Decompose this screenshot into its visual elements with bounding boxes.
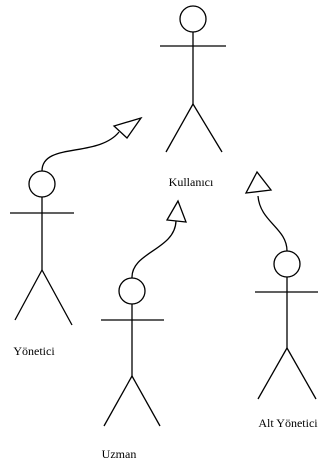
actor-yonetici-right-leg	[41, 269, 73, 326]
actor-kullanici[interactable]	[160, 5, 226, 153]
actor-alt-yonetici-label: Alt Yönetici	[258, 416, 318, 430]
actor-kullanici-label: Kullanıcı	[168, 175, 214, 189]
actor-kullanici-head	[179, 5, 207, 33]
actor-yonetici-head	[28, 170, 56, 198]
actor-kullanici-left-leg	[165, 103, 194, 153]
actor-kullanici-right-leg	[192, 103, 223, 153]
actor-yonetici-label: Yönetici	[13, 344, 55, 358]
actor-uzman-right-leg	[131, 375, 161, 427]
generalization-yonetici-arrowhead	[112, 116, 143, 139]
actor-alt-yonetici-left-leg	[257, 347, 288, 400]
generalization-uzman-to-kullanici[interactable]	[131, 199, 187, 279]
actor-alt-yonetici-head	[273, 250, 301, 278]
actor-yonetici[interactable]	[10, 170, 74, 326]
generalization-alt-yonetici-to-kullanici[interactable]	[244, 170, 288, 252]
actor-alt-yonetici[interactable]	[255, 250, 318, 400]
generalization-uzman-line	[131, 220, 177, 279]
actor-uzman[interactable]	[101, 277, 164, 427]
generalization-yonetici-to-kullanici[interactable]	[41, 116, 143, 172]
actor-uzman-label: Uzman	[101, 447, 137, 461]
generalization-yonetici-line	[41, 131, 120, 172]
generalization-alt-yonetici-arrowhead	[244, 170, 273, 194]
actor-yonetici-left-leg	[14, 269, 43, 321]
actor-uzman-head	[118, 277, 146, 305]
actor-uzman-left-leg	[103, 375, 133, 427]
generalization-uzman-arrowhead	[165, 199, 187, 223]
actor-alt-yonetici-right-leg	[286, 347, 317, 400]
generalization-alt-yonetici-line	[257, 195, 288, 252]
